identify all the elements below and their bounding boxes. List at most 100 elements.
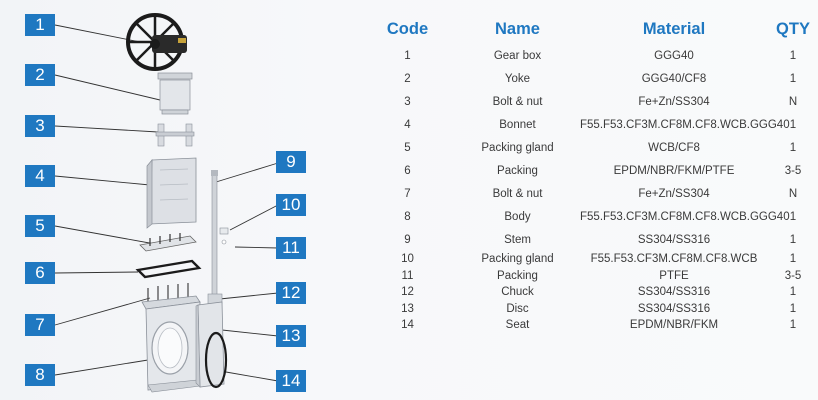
table-row: 4 Bonnet F55.F53.CF3M.CF8M.CF8.WCB.GGG40… (360, 113, 818, 136)
cell-code: 1 (404, 49, 411, 62)
cell-name: Gear box (493, 49, 542, 62)
cell-code: 7 (404, 187, 411, 200)
valve-body (141, 295, 201, 393)
cell-material: EPDM/NBR/FKM/PTFE (613, 164, 735, 177)
cell-qty: N (788, 187, 798, 200)
cell-qty: 1 (789, 319, 797, 332)
packing-gland (139, 233, 197, 252)
callout-2: 2 (25, 64, 55, 86)
cell-code: 4 (404, 118, 411, 131)
leader-lines (54, 24, 279, 382)
cell-material: F55.F53.CF3M.CF8M.CF8.WCB (590, 253, 758, 266)
cell-code: 6 (404, 164, 411, 177)
table-row: 10 Packing gland F55.F53.CF3M.CF8M.CF8.W… (360, 251, 818, 268)
cell-material: WCB/CF8 (648, 141, 700, 154)
cell-qty: 1 (789, 210, 797, 223)
table-row: 5 Packing gland WCB/CF8 1 (360, 136, 818, 159)
callout-9: 9 (276, 151, 306, 173)
callout-7: 7 (25, 314, 55, 336)
cell-qty: 3-5 (784, 269, 802, 282)
cell-qty: 1 (789, 233, 797, 246)
cell-name: Body (504, 210, 531, 223)
table-row: 8 Body F55.F53.CF3M.CF8M.CF8.WCB.GGG40 1 (360, 205, 818, 228)
table-row: 11 Packing PTFE 3-5 (360, 268, 818, 285)
callout-13: 13 (276, 325, 306, 347)
cell-material: F55.F53.CF3M.CF8M.CF8.WCB.GGG40 (580, 118, 790, 131)
table-header-row: Code Name Material QTY (360, 14, 818, 44)
cell-code: 8 (404, 210, 411, 223)
cell-name: Packing (497, 269, 538, 282)
cell-code: 5 (404, 141, 411, 154)
cell-name: Yoke (504, 72, 531, 85)
table-row: 13 Disc SS304/SS316 1 (360, 301, 818, 318)
cell-name: Packing gland (481, 141, 554, 154)
cell-material: Fe+Zn/SS304 (638, 187, 710, 200)
cell-name: Stem (504, 233, 531, 246)
stem (211, 170, 218, 301)
disc (195, 301, 225, 388)
table-row: 7 Bolt & nut Fe+Zn/SS304 N (360, 182, 818, 205)
callout-4: 4 (25, 165, 55, 187)
parts-table: Code Name Material QTY 1 Gear box GGG40 … (360, 14, 818, 334)
bolts (147, 283, 189, 303)
callout-6: 6 (25, 262, 55, 284)
cell-code: 2 (404, 72, 411, 85)
handwheel-gearbox (126, 13, 187, 71)
cell-name: Seat (505, 319, 530, 332)
cell-qty: 1 (789, 49, 797, 62)
cell-qty: 1 (789, 286, 797, 299)
table-row: 9 Stem SS304/SS316 1 (360, 228, 818, 251)
cell-name: Disc (506, 302, 529, 315)
cell-qty: 1 (789, 72, 797, 85)
cell-name: Packing (497, 164, 538, 177)
table-row: 14 Seat EPDM/NBR/FKM 1 (360, 317, 818, 334)
table-row: 12 Chuck SS304/SS316 1 (360, 284, 818, 301)
cell-name: Bolt & nut (492, 95, 543, 108)
cell-material: GGG40/CF8 (641, 72, 707, 85)
callout-1: 1 (25, 14, 55, 36)
cell-qty: 1 (789, 141, 797, 154)
stem-packing-gland (219, 227, 229, 245)
header-material: Material (642, 19, 706, 38)
cell-qty: N (788, 95, 798, 108)
cell-code: 14 (401, 319, 414, 332)
cell-material: PTFE (659, 269, 689, 282)
callout-12: 12 (276, 282, 306, 304)
cell-code: 10 (401, 253, 414, 266)
cell-qty: 3-5 (784, 164, 802, 177)
table-row: 1 Gear box GGG40 1 (360, 44, 818, 67)
table-row: 6 Packing EPDM/NBR/FKM/PTFE 3-5 (360, 159, 818, 182)
yoke (155, 72, 195, 147)
cell-material: F55.F53.CF3M.CF8M.CF8.WCB.GGG40 (580, 210, 790, 223)
callout-8: 8 (25, 364, 55, 386)
packing (135, 259, 202, 279)
header-qty: QTY (776, 19, 810, 38)
cell-code: 11 (401, 269, 414, 282)
cell-material: SS304/SS316 (637, 286, 711, 299)
table-row: 3 Bolt & nut Fe+Zn/SS304 N (360, 90, 818, 113)
cell-qty: 1 (789, 302, 797, 315)
callout-11: 11 (276, 237, 306, 259)
exploded-valve-diagram: 1 2 3 4 5 6 7 8 9 10 11 12 13 14 (0, 0, 380, 400)
cell-material: SS304/SS316 (637, 233, 711, 246)
cell-code: 13 (401, 302, 414, 315)
seat (204, 331, 228, 389)
cell-code: 12 (401, 286, 414, 299)
cell-material: GGG40 (654, 49, 694, 62)
cell-material: Fe+Zn/SS304 (638, 95, 710, 108)
cell-name: Packing gland (481, 253, 554, 266)
cell-name: Bonnet (499, 118, 536, 131)
cell-material: EPDM/NBR/FKM (629, 319, 719, 332)
callout-3: 3 (25, 115, 55, 137)
cell-code: 3 (404, 95, 411, 108)
table-row: 2 Yoke GGG40/CF8 1 (360, 67, 818, 90)
header-name: Name (495, 19, 540, 38)
valve-drawing (54, 13, 279, 393)
cell-qty: 1 (789, 253, 797, 266)
cell-qty: 1 (789, 118, 797, 131)
header-code: Code (386, 19, 429, 38)
callout-10: 10 (276, 194, 306, 216)
cell-name: Chuck (501, 286, 534, 299)
bonnet (146, 157, 197, 229)
callout-14: 14 (276, 370, 306, 392)
